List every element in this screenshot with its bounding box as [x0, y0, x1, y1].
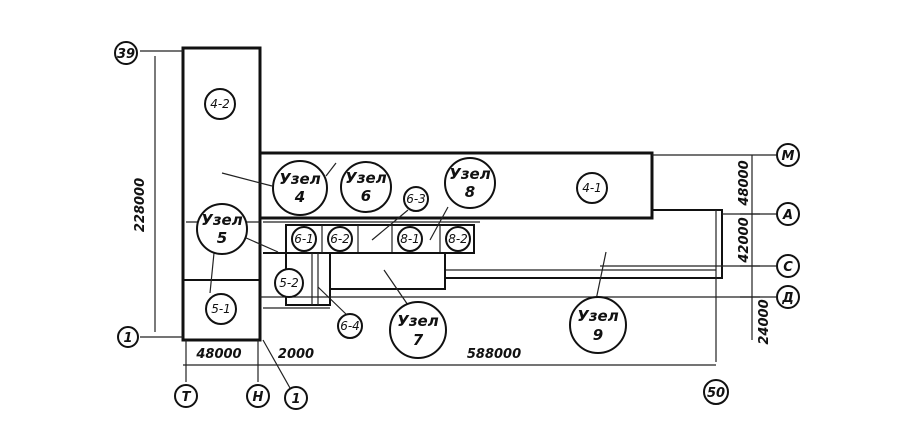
- block-label-8-2: 8-2: [448, 232, 468, 246]
- dim-text-24000: 24000: [757, 299, 772, 344]
- block-marker-6-4: 6-4: [337, 313, 363, 339]
- block-marker-5-2: 5-2: [274, 268, 304, 298]
- node-marker-5: Узел 5: [196, 203, 248, 255]
- node-word-9: Узел: [577, 307, 618, 325]
- axis-label-1-bottom: 1: [291, 392, 300, 407]
- block-middle: [329, 252, 446, 290]
- axis-marker-C: С: [776, 254, 800, 278]
- dim-text-588000: 588000: [467, 347, 521, 362]
- block-label-5-1: 5-1: [211, 302, 231, 316]
- axis-label-39: 39: [117, 47, 135, 62]
- block-top-horizontal: [258, 151, 654, 220]
- node-word-8: Узел: [449, 165, 490, 183]
- block-marker-6-3: 6-3: [403, 186, 429, 212]
- block-label-8-1: 8-1: [400, 232, 420, 246]
- node-word-7: Узел: [397, 312, 438, 330]
- axis-label-M: М: [782, 149, 795, 164]
- node-number-6: 6: [361, 187, 371, 205]
- node-marker-4: Узел 4: [272, 160, 328, 216]
- node-word-4: Узел: [279, 170, 320, 188]
- block-label-6-3: 6-3: [406, 192, 426, 206]
- axis-line-1-bottom: [262, 339, 291, 389]
- axis-marker-1-bottom: 1: [284, 386, 308, 410]
- block-label-6-1: 6-1: [294, 232, 314, 246]
- axis-marker-1-left: 1: [117, 326, 139, 348]
- dim-text-48000-right: 48000: [737, 160, 752, 206]
- block-marker-8-1: 8-1: [397, 226, 423, 252]
- block-marker-4-2: 4-2: [204, 88, 236, 120]
- axis-label-T: Т: [182, 390, 192, 405]
- leader-6-3: [371, 209, 409, 241]
- block-label-4-1: 4-1: [582, 181, 602, 195]
- axis-marker-39: 39: [114, 41, 138, 65]
- block-5-2-outline: [263, 252, 331, 306]
- axis-label-D: Д: [781, 291, 794, 306]
- block-marker-6-1: 6-1: [291, 226, 317, 252]
- dim-text-2000: 2000: [278, 347, 314, 362]
- dim-text-42000: 42000: [737, 217, 752, 263]
- leader-node9: [595, 251, 607, 301]
- block-marker-5-1: 5-1: [205, 293, 237, 325]
- leader-node5: [243, 236, 279, 253]
- node-marker-9: Узел 9: [569, 296, 627, 354]
- axis-label-A: А: [782, 208, 793, 223]
- node-marker-7: Узел 7: [389, 301, 447, 359]
- block-label-4-2: 4-2: [210, 97, 230, 111]
- dim-text-228000: 228000: [133, 178, 148, 232]
- node-number-5: 5: [217, 229, 227, 247]
- block-marker-8-2: 8-2: [445, 226, 471, 252]
- node-marker-8: Узел 8: [444, 157, 496, 209]
- block-label-6-4: 6-4: [340, 319, 360, 333]
- axis-label-C: С: [783, 260, 793, 275]
- node-number-8: 8: [465, 183, 475, 201]
- block-label-6-2: 6-2: [330, 232, 350, 246]
- axis-marker-A: А: [776, 202, 800, 226]
- axis-label-1-left: 1: [123, 331, 132, 346]
- axis-marker-D: Д: [776, 285, 800, 309]
- axis-marker-T: Т: [174, 384, 198, 408]
- block-marker-6-2: 6-2: [327, 226, 353, 252]
- node-marker-6: Узел 6: [340, 161, 392, 213]
- leader-node4b: [325, 162, 337, 177]
- axis-marker-M: М: [776, 143, 800, 167]
- leader-node8: [429, 206, 449, 241]
- axis-marker-H: Н: [246, 384, 270, 408]
- leader-node5b: [209, 252, 215, 294]
- axis-marker-50: 50: [703, 379, 729, 405]
- block-marker-4-1: 4-1: [576, 172, 608, 204]
- leader-node4: [221, 172, 273, 187]
- axis-label-H: Н: [253, 390, 264, 405]
- dim-text-48000-bottom: 48000: [195, 347, 241, 362]
- node-number-7: 7: [413, 331, 424, 349]
- block-label-5-2: 5-2: [279, 276, 299, 290]
- block-lower-right: [445, 209, 723, 279]
- node-word-6: Узел: [345, 169, 386, 187]
- leader-node7: [383, 269, 411, 309]
- node-number-9: 9: [593, 326, 603, 344]
- node-word-5: Узел: [201, 211, 242, 229]
- leader-6-4: [317, 286, 349, 317]
- axis-label-50: 50: [707, 386, 725, 401]
- node-number-4: 4: [294, 188, 305, 206]
